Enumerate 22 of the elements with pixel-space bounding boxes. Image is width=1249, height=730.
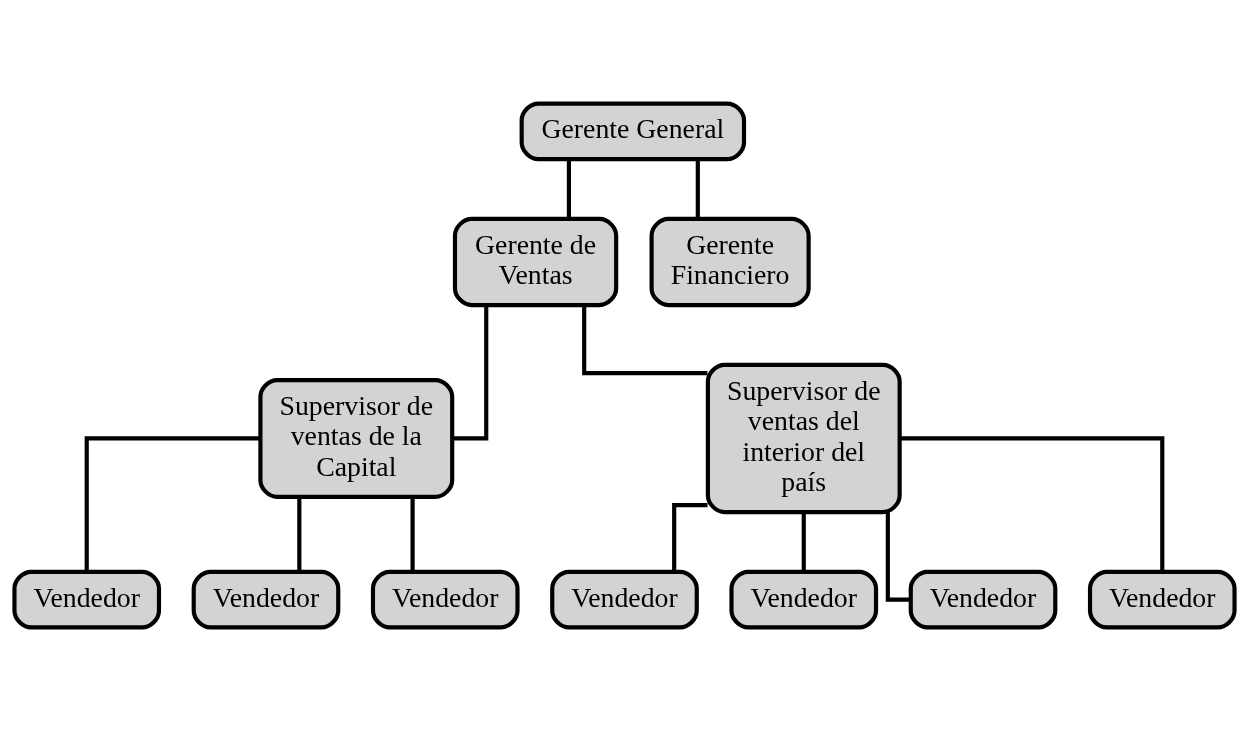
- connector: [672, 502, 708, 572]
- connector: [801, 511, 806, 572]
- node-box: Vendedor: [191, 569, 341, 630]
- connector: [582, 304, 708, 375]
- connector: [84, 435, 261, 572]
- connector: [899, 435, 1165, 572]
- node-box: Vendedor: [550, 569, 699, 630]
- connector: [297, 496, 302, 571]
- node-box: Gerente Financiero: [649, 216, 811, 307]
- connector: [410, 496, 415, 571]
- node-box: Vendedor: [908, 569, 1058, 630]
- connector: [566, 159, 571, 219]
- node-box: Vendedor: [370, 569, 520, 630]
- connector: [695, 159, 700, 219]
- node-box: Gerente General: [519, 100, 747, 161]
- node-box: Supervisor de ventas del interior del país: [705, 362, 902, 514]
- node-box: Vendedor: [12, 569, 162, 630]
- node-box: Gerente de Ventas: [452, 216, 619, 307]
- connector: [452, 304, 489, 441]
- node-box: Vendedor: [729, 569, 879, 630]
- node-box: Vendedor: [1087, 569, 1237, 630]
- node-box: Supervisor de ventas de la Capital: [258, 377, 455, 499]
